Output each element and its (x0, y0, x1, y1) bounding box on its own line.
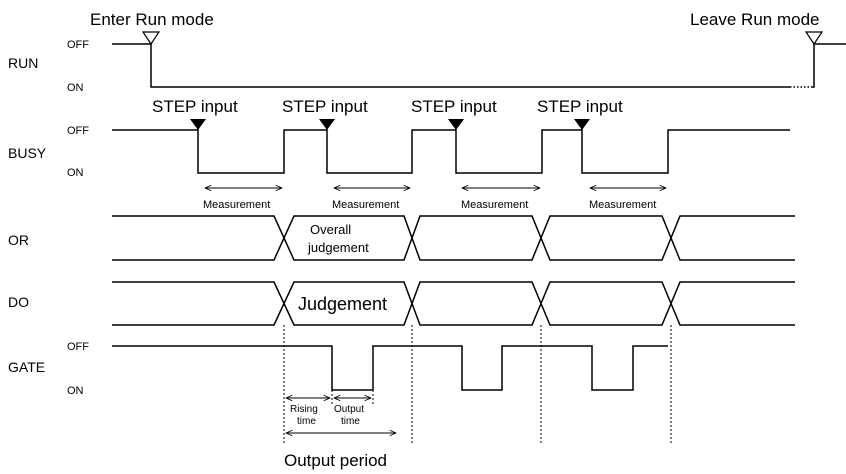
run-signal-label: RUN (8, 55, 38, 71)
output-time-label-line1: Output (334, 404, 364, 415)
gate-waveform (112, 345, 668, 391)
run-waveform (112, 43, 790, 88)
measurement-label-4: Measurement (589, 199, 656, 211)
judgement-label: Judgement (298, 294, 387, 314)
leave-run-mode-marker (804, 31, 824, 46)
step-input-label-4: STEP input (537, 97, 623, 116)
run-off-label: OFF (67, 39, 89, 51)
measurement-label-2: Measurement (332, 199, 399, 211)
or-bus-waveform (112, 215, 795, 261)
gate-off-label: OFF (67, 341, 89, 353)
measurement-label-3: Measurement (461, 199, 528, 211)
step-input-marker-4 (574, 119, 590, 130)
enter-run-mode-label: Enter Run mode (90, 10, 214, 29)
run-on-label: ON (67, 82, 84, 94)
step-input-marker-1 (190, 119, 206, 130)
enter-run-mode-marker (141, 31, 161, 46)
gate-signal-label: GATE (8, 359, 45, 375)
overall-judgement-label-line1: Overall (310, 222, 351, 237)
busy-on-label: ON (67, 167, 84, 179)
step-input-label-3: STEP input (411, 97, 497, 116)
busy-signal-label: BUSY (8, 145, 47, 161)
step-input-marker-2 (319, 119, 335, 130)
leave-run-mode-label: Leave Run mode (690, 10, 819, 29)
run-waveform-return (812, 43, 846, 88)
rising-time-label-line2: time (297, 416, 316, 427)
rising-time-label-line1: Rising (290, 404, 318, 415)
measurement-label-1: Measurement (203, 199, 270, 211)
busy-off-label: OFF (67, 125, 89, 137)
step-input-label-2: STEP input (282, 97, 368, 116)
overall-judgement-label-line2: judgement (307, 240, 369, 255)
step-input-marker-3 (448, 119, 464, 130)
gate-on-label: ON (67, 385, 84, 397)
output-period-label: Output period (284, 451, 387, 470)
output-time-label-line2: time (341, 416, 360, 427)
or-signal-label: OR (8, 232, 29, 248)
do-signal-label: DO (8, 294, 29, 310)
step-input-label-1: STEP input (152, 97, 238, 116)
busy-waveform (112, 129, 790, 174)
do-bus-waveform (112, 281, 795, 326)
